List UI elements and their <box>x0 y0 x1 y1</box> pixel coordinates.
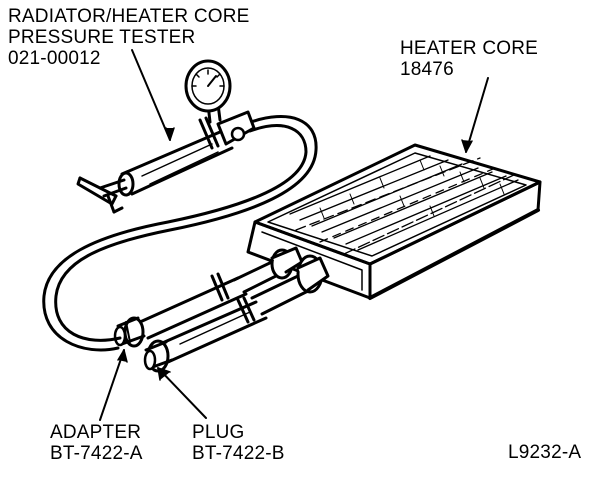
adapter <box>113 316 146 348</box>
plug-label-line2: BT-7422-B <box>192 443 285 464</box>
tester-label: RADIATOR/HEATER CORE PRESSURE TESTER 021… <box>8 6 250 69</box>
plug-label-line1: PLUG <box>192 422 245 443</box>
tester-label-line3: 021-00012 <box>8 48 101 69</box>
heater-core-fins <box>289 155 519 255</box>
figure-code: L9232-A <box>508 442 582 463</box>
heater-core-label-line2: 18476 <box>400 59 454 80</box>
heater-core <box>246 143 542 300</box>
adapter-label-line1: ADAPTER <box>50 422 142 443</box>
tester-label-line1: RADIATOR/HEATER CORE <box>8 6 250 27</box>
leader-lines <box>99 49 489 421</box>
plug-label: PLUG BT-7422-B <box>192 422 285 464</box>
heater-core-hatching <box>319 159 505 219</box>
adapter-label: ADAPTER BT-7422-A <box>50 422 143 464</box>
heater-core-tubes <box>232 246 330 316</box>
adapter-hose <box>138 272 248 340</box>
plug <box>143 339 174 373</box>
tester-hose <box>42 115 318 352</box>
plug-hose <box>158 296 268 364</box>
heater-core-label-line1: HEATER CORE <box>400 38 539 59</box>
tester-label-line2: PRESSURE TESTER <box>8 27 196 48</box>
pressure-tester <box>76 102 256 214</box>
adapter-label-line2: BT-7422-A <box>50 443 143 464</box>
pressure-gauge <box>184 59 232 113</box>
heater-core-label: HEATER CORE 18476 <box>400 38 538 80</box>
